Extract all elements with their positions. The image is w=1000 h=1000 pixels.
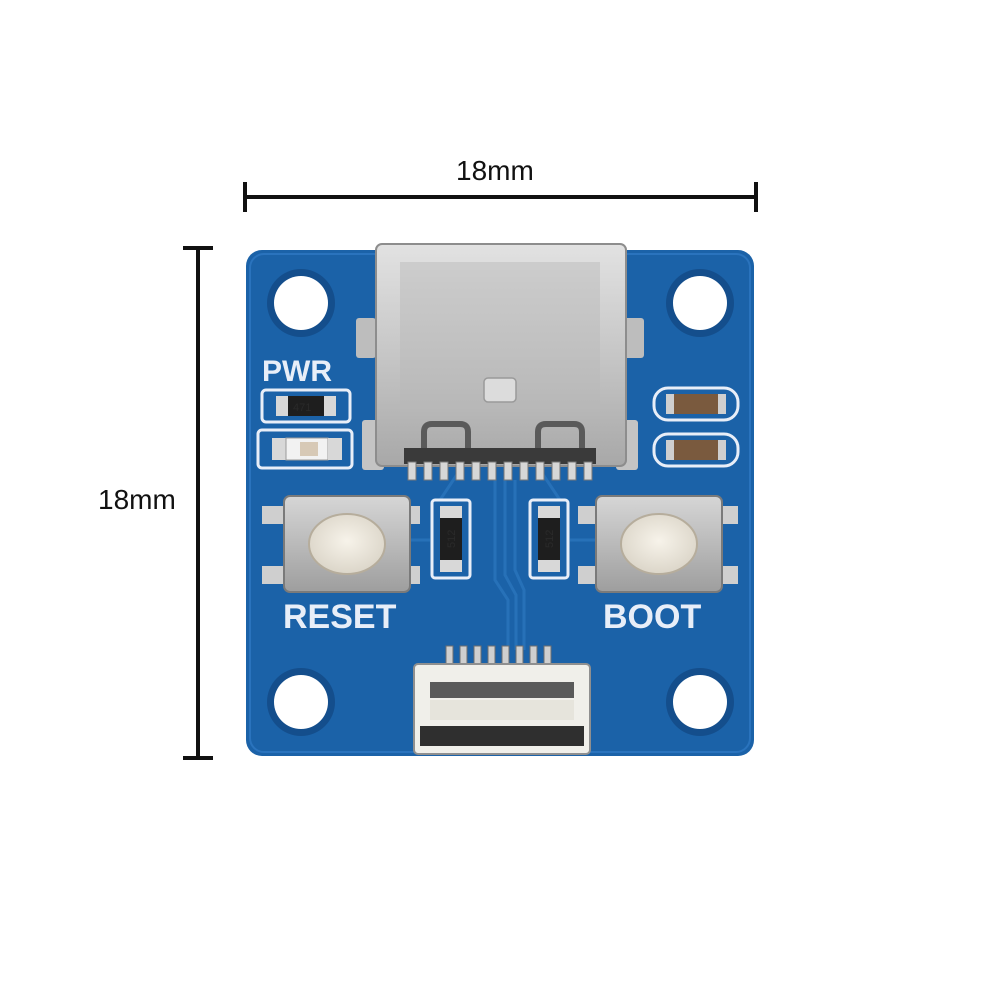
pwr-resistor: 471: [260, 388, 352, 424]
pwr-led: [256, 428, 354, 470]
capacitor-bottom-right: [652, 432, 740, 468]
boot-label: BOOT: [603, 598, 701, 636]
fpc-connector: [413, 645, 591, 755]
height-dimension-line: [183, 246, 213, 760]
mounting-hole-bottom-right: [666, 668, 734, 736]
pwr-label: PWR: [262, 355, 332, 388]
cc-resistor-left: 512: [430, 498, 472, 580]
cc-resistor-right: 512: [528, 498, 570, 580]
boot-button[interactable]: [578, 495, 738, 593]
cc-resistor-left-marking: 512: [446, 530, 458, 548]
reset-button[interactable]: [262, 495, 420, 593]
mounting-hole-bottom-left: [267, 668, 335, 736]
mounting-hole-top-right: [666, 269, 734, 337]
reset-label: RESET: [283, 598, 397, 636]
width-dimension-line: [243, 182, 758, 212]
pwr-resistor-marking: 471: [293, 402, 311, 414]
width-dimension-label: 18mm: [456, 155, 534, 186]
height-dimension-label: 18mm: [98, 484, 176, 515]
capacitor-top-right: [652, 386, 740, 422]
cc-resistor-right-marking: 512: [544, 530, 556, 548]
usb-c-pins: [407, 461, 593, 481]
usb-c-connector: [356, 243, 644, 470]
mounting-hole-top-left: [267, 269, 335, 337]
